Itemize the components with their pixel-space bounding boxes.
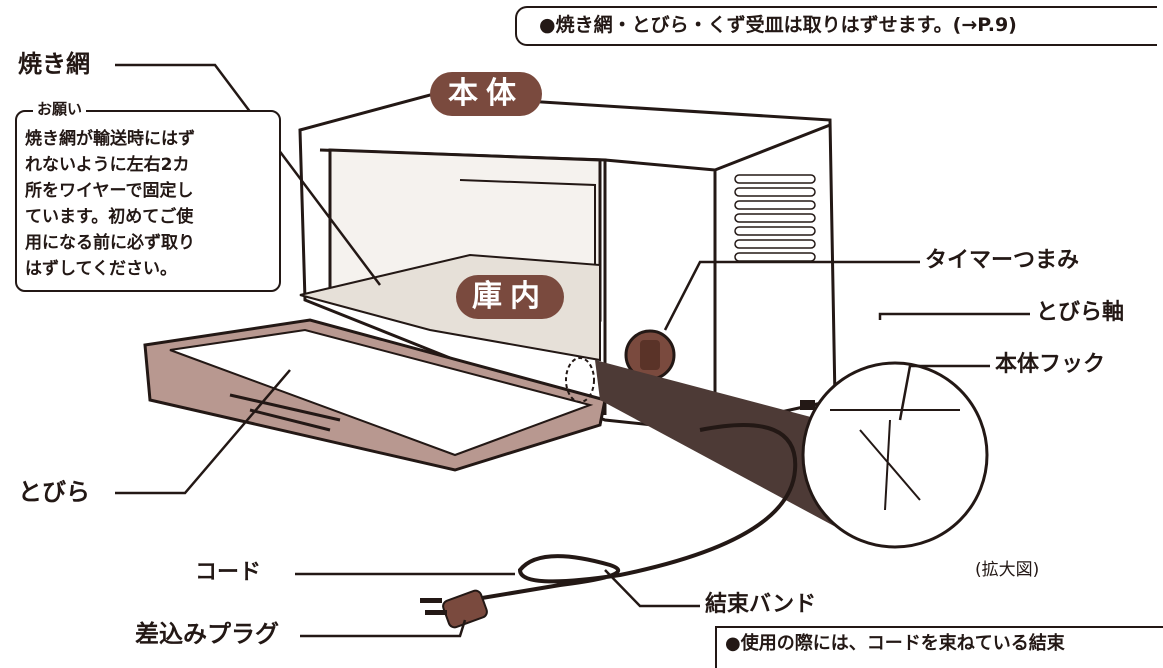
onegai-line: 所をワイヤーで固定し: [25, 181, 194, 201]
onegai-line: ています。初めてご使: [25, 207, 194, 227]
label-timer: タイマーつまみ: [925, 248, 1080, 273]
zoom-caption: (拡大図): [975, 560, 1040, 580]
onegai-box: お願い 焼き網が輸送時にはず れないように左右2カ 所をワイヤーで固定し ていま…: [15, 102, 281, 292]
power-cord: [469, 423, 798, 602]
label-yakiami: 焼き網: [18, 50, 90, 78]
label-tobira-jiku: とびら軸: [1036, 300, 1125, 325]
label-hontai-hook: 本体フック: [995, 352, 1106, 377]
onegai-title: お願い: [33, 102, 87, 117]
onegai-body: 焼き網が輸送時にはず れないように左右2カ 所をワイヤーで固定し ています。初め…: [25, 126, 195, 282]
bottom-note-text: ●使用の際には、コードを束ねている結束: [725, 633, 1065, 654]
label-kessoku-band: 結束バンド: [705, 592, 817, 617]
zoom-view: [801, 361, 989, 549]
onegai-line: はずしてください。: [25, 259, 177, 279]
top-note-text: ●焼き網・とびら・くず受皿は取りはずせます。(→P.9): [539, 14, 1017, 36]
hontai-badge: 本体: [430, 72, 542, 116]
onegai-line: 焼き網が輸送時にはず: [25, 129, 195, 149]
bottom-note-box: ●使用の際には、コードを束ねている結束: [715, 626, 1163, 668]
side-vents: [734, 174, 816, 262]
label-plug: 差込みプラグ: [135, 620, 279, 648]
konai-badge: 庫内: [456, 275, 564, 319]
hinge-circle: [565, 357, 595, 403]
top-note-box: ●焼き網・とびら・くず受皿は取りはずせます。(→P.9): [515, 6, 1157, 46]
label-tobira: とびら: [18, 478, 90, 506]
leader-lines: [115, 63, 1030, 638]
plug-drawing: [420, 589, 488, 629]
label-cord: コード: [195, 560, 262, 585]
onegai-line: 用になる前に必ず取り: [25, 233, 195, 253]
onegai-line: れないように左右2カ: [25, 155, 190, 175]
